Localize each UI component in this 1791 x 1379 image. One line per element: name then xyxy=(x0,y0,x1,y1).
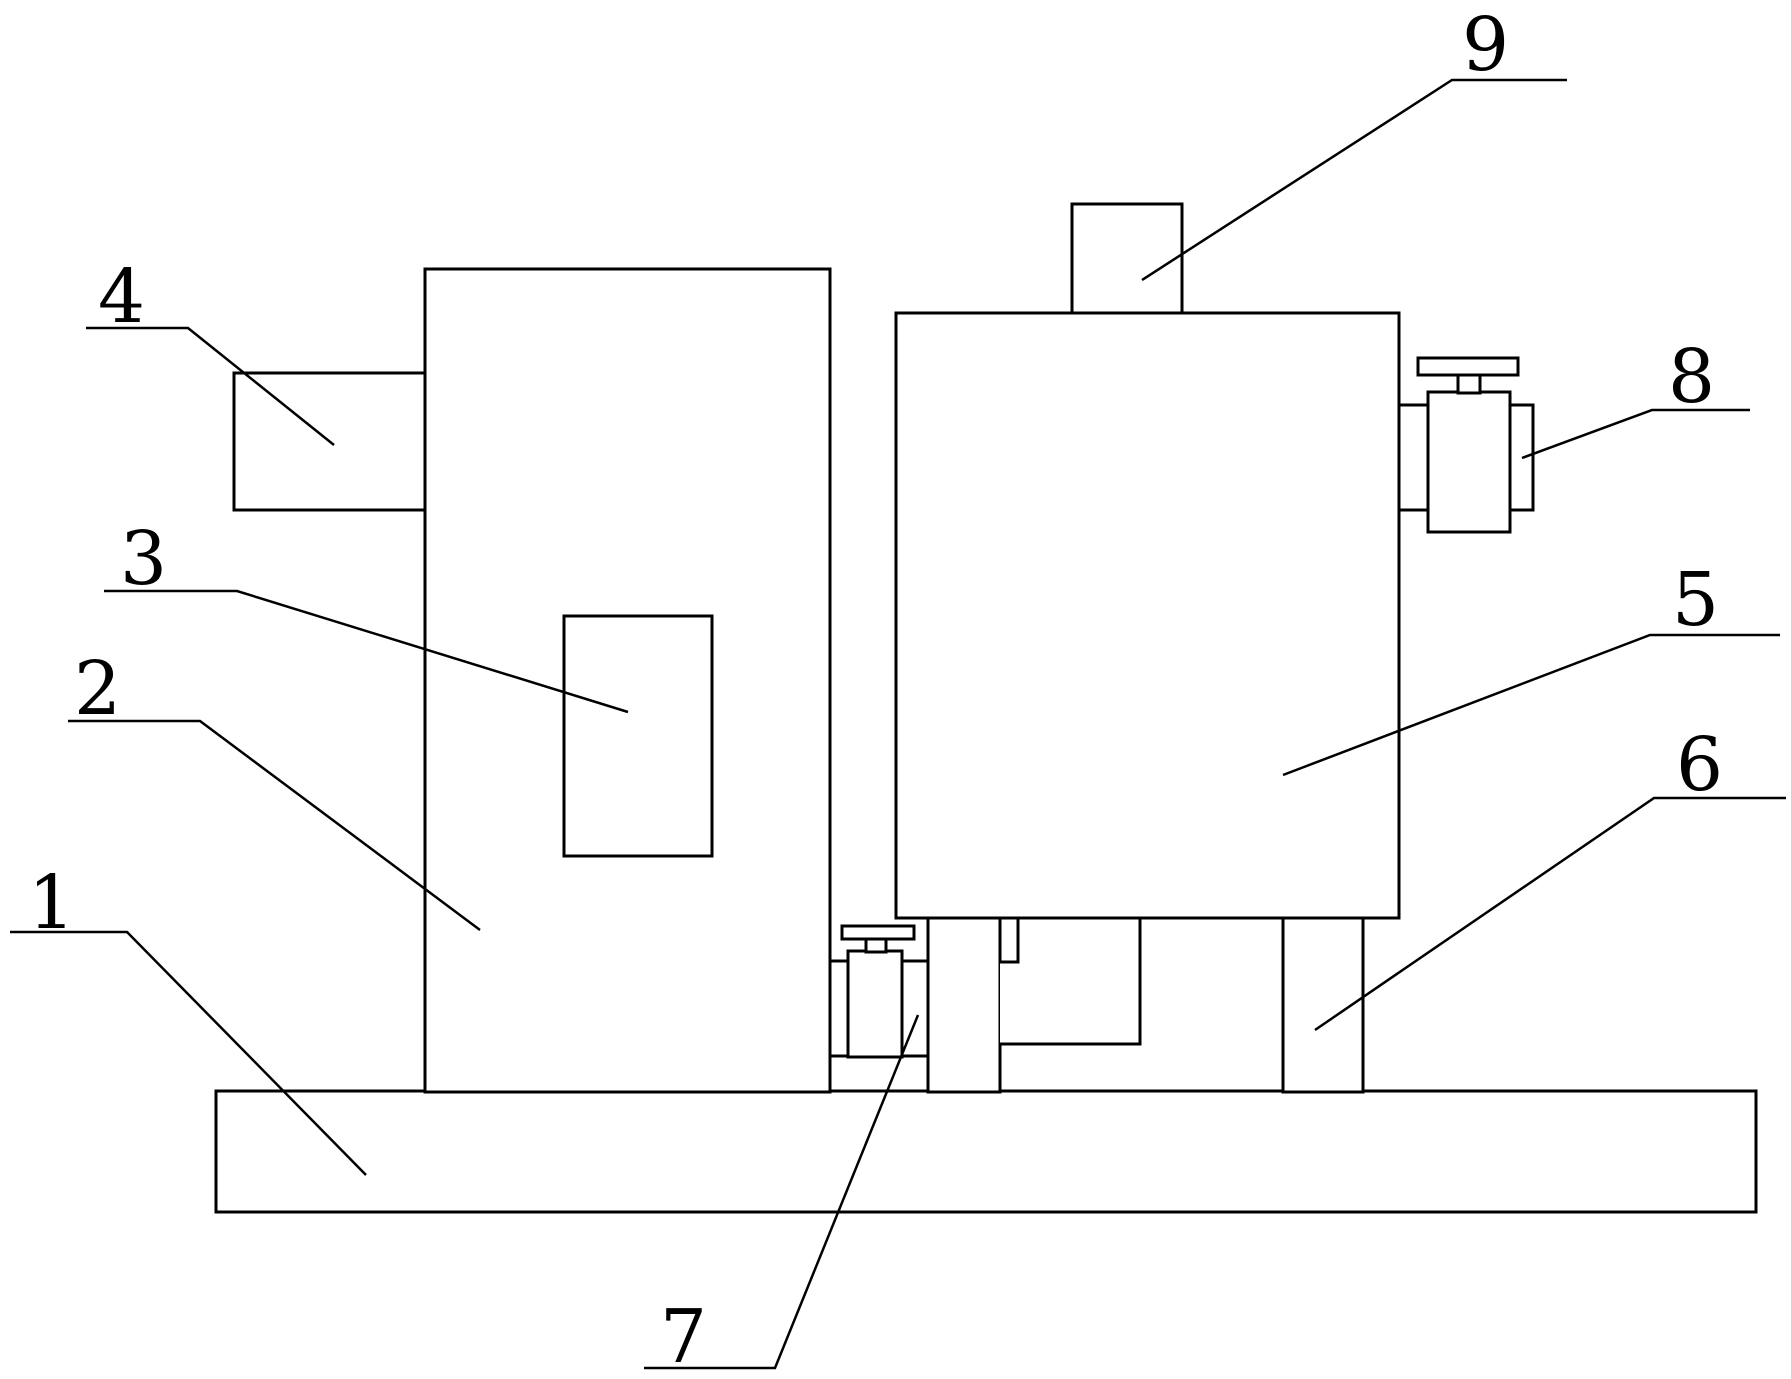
lower-valve-handle xyxy=(840,924,916,941)
leader-line-6 xyxy=(1314,796,1786,1032)
label-5: 5 xyxy=(1672,557,1719,643)
label-6: 6 xyxy=(1676,722,1723,808)
support-leg-left xyxy=(926,916,1002,1094)
top-pipe xyxy=(1070,202,1184,316)
lower-valve-stem xyxy=(864,937,888,954)
leader-line-9 xyxy=(1141,78,1567,282)
bottom-bracket xyxy=(1000,916,1142,1046)
label-4: 4 xyxy=(98,254,145,340)
label-9: 9 xyxy=(1462,2,1509,88)
label-1: 1 xyxy=(28,860,75,946)
leader-line-3 xyxy=(104,589,629,714)
lower-valve-body xyxy=(846,949,904,1059)
leader-line-5 xyxy=(1282,633,1780,777)
label-3: 3 xyxy=(120,516,167,602)
side-valve-body xyxy=(1426,390,1512,534)
label-7: 7 xyxy=(660,1294,707,1379)
side-valve-handle xyxy=(1416,356,1520,377)
base-plate xyxy=(214,1089,1758,1214)
side-valve-stem xyxy=(1456,373,1482,395)
leader-line-1 xyxy=(10,930,367,1176)
label-2: 2 xyxy=(74,646,121,732)
leader-line-4 xyxy=(86,326,335,446)
right-tank xyxy=(894,311,1401,920)
leader-line-7 xyxy=(644,1014,920,1370)
label-8: 8 xyxy=(1668,334,1715,420)
cabinet-window xyxy=(562,614,714,858)
leader-line-2 xyxy=(68,719,481,932)
leader-line-8 xyxy=(1521,408,1750,460)
bottom-tab xyxy=(998,916,1020,964)
